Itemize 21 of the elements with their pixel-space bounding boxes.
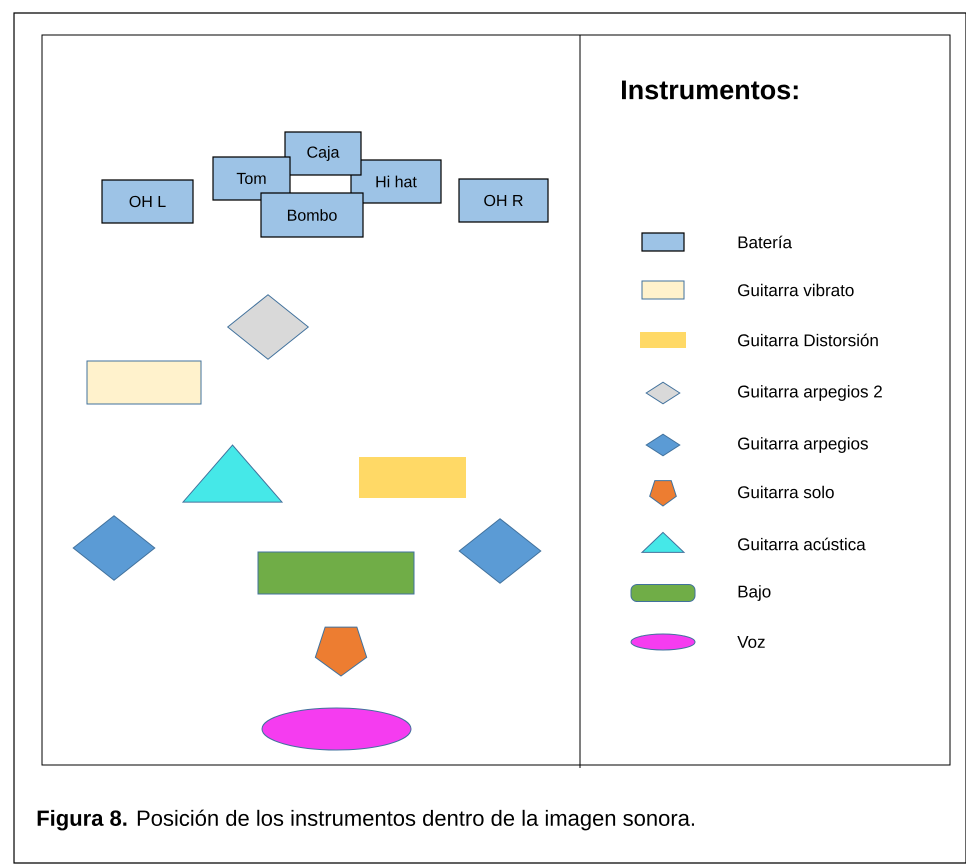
drum-box: Tom [212, 156, 291, 201]
legend-label: Guitarra Distorsión [738, 334, 878, 346]
legend-label: Guitarra vibrato [738, 284, 854, 296]
rectangle-shape [86, 360, 202, 404]
legend-label: Guitarra solo [738, 486, 834, 498]
rounded-rectangle-shape [258, 552, 414, 594]
drum-box: OH R [458, 178, 549, 223]
legend-label: Guitarra arpegios [738, 437, 868, 453]
legend-label: Bajo [738, 585, 770, 601]
drum-box: Caja [284, 131, 362, 176]
legend-label: Voz [737, 636, 765, 648]
legend-label: Batería [738, 236, 792, 248]
legend-label: Guitarra arpegios 2 [738, 385, 882, 401]
rectangle-shape [359, 457, 466, 498]
drum-box: Hi hat [350, 159, 442, 204]
drum-box: Bombo [260, 192, 364, 238]
drum-box: OH L [101, 179, 194, 224]
legend-label: Guitarra acústica [738, 538, 866, 550]
ellipse-shape [262, 708, 412, 750]
legend-title: Instrumentos: [622, 80, 798, 100]
figure-caption: Figura 8. Posición de los instrumentos dentro de la imagen sonora. [38, 810, 694, 830]
